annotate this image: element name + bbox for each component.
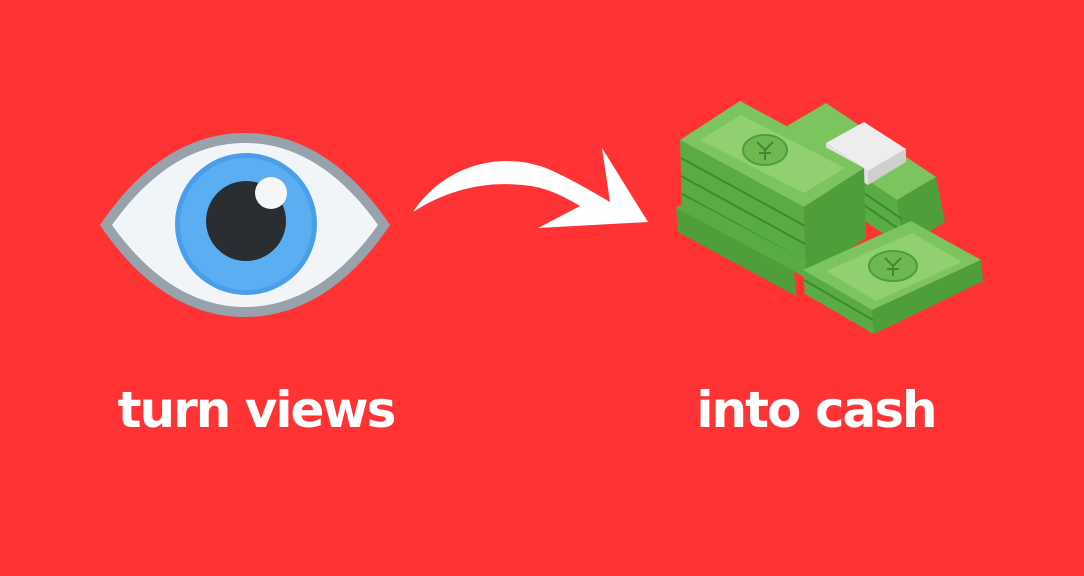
curved-arrow-icon [413, 148, 648, 228]
cash-stack-icon [676, 101, 983, 334]
caption-turn-views: turn views [117, 381, 397, 439]
caption-into-cash: into cash [696, 381, 937, 439]
eye-icon [100, 133, 390, 317]
